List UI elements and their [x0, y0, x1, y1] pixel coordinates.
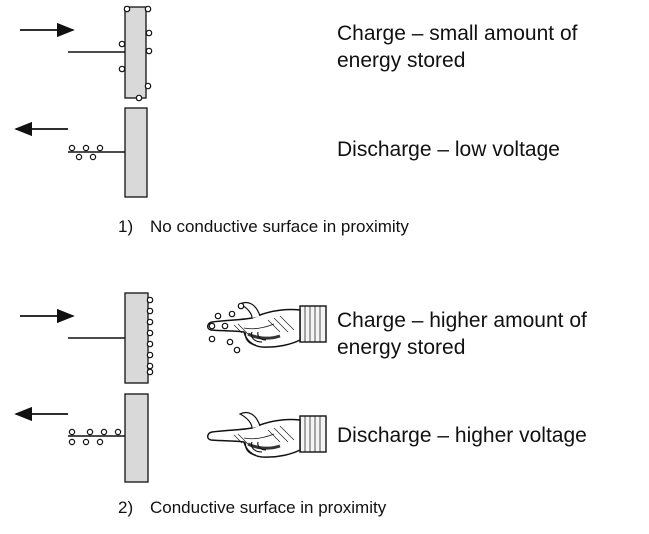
charge-caption-2: Charge – higher amount of energy stored	[337, 309, 587, 360]
hand-induced-charges	[208, 302, 245, 354]
scenario-2-text: Conductive surface in proximity	[150, 498, 387, 517]
discharge-caption-2: Discharge – higher voltage	[337, 424, 587, 447]
released-charges	[68, 144, 104, 161]
pointing-hand-icon	[206, 411, 328, 459]
capacitor-plate	[124, 6, 147, 99]
stored-charges	[118, 5, 153, 102]
capacitor-plate	[124, 393, 149, 483]
capacitor-plate	[124, 107, 148, 198]
scenario-2-label: 2) Conductive surface in proximity	[118, 498, 386, 518]
scenario-1-text: No conductive surface in proximity	[150, 217, 409, 236]
scenario-1-diagram	[14, 5, 153, 198]
scenario-1-number: 1)	[118, 217, 134, 236]
scenario-2-diagram	[14, 292, 328, 483]
charge-caption-1: Charge – small amount of energy stored	[337, 22, 578, 73]
capacitor-plate	[124, 292, 149, 384]
scenario-2-number: 2)	[118, 498, 134, 517]
discharge-caption-1: Discharge – low voltage	[337, 138, 560, 161]
released-charges	[68, 428, 122, 446]
scenario-1-label: 1) No conductive surface in proximity	[118, 217, 409, 237]
stored-charges	[146, 296, 154, 376]
